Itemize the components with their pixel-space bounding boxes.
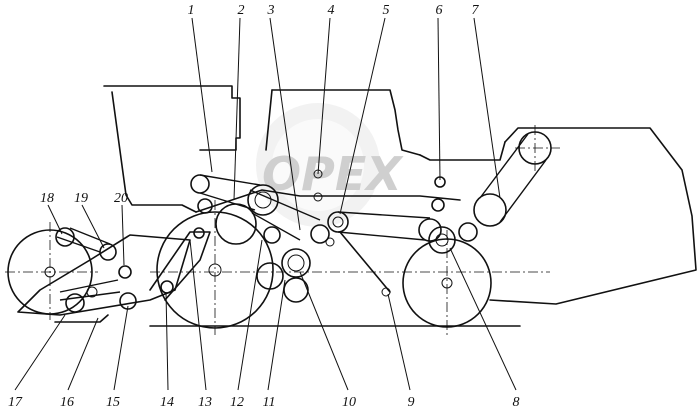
callout-20: 20 [114, 191, 128, 206]
watermark-logo: OPEX [256, 103, 404, 227]
callout-11: 11 [262, 395, 276, 410]
callout-5: 5 [382, 3, 390, 18]
callout-3: 3 [267, 3, 275, 18]
callout-13: 13 [198, 395, 212, 410]
callout-16: 16 [60, 395, 74, 410]
callout-2: 2 [237, 3, 245, 18]
center-lines [5, 125, 560, 335]
watermark-text: OPEX [262, 147, 404, 201]
callout-10: 10 [342, 395, 356, 410]
callout-8: 8 [512, 395, 520, 410]
callout-14: 14 [160, 395, 174, 410]
callout-12: 12 [230, 395, 244, 410]
callout-6: 6 [435, 3, 443, 18]
callout-15: 15 [106, 395, 120, 410]
callout-7: 7 [471, 3, 479, 18]
header-assembly [17, 227, 211, 323]
thresher-drives [190, 131, 552, 303]
callout-17: 17 [8, 395, 22, 410]
callout-4: 4 [327, 3, 335, 18]
callout-1: 1 [187, 3, 195, 18]
callout-9: 9 [407, 395, 415, 410]
leader-lines [14, 17, 517, 391]
callout-18: 18 [40, 191, 54, 206]
combine-body-outline [103, 85, 697, 327]
callout-19: 19 [74, 191, 88, 206]
